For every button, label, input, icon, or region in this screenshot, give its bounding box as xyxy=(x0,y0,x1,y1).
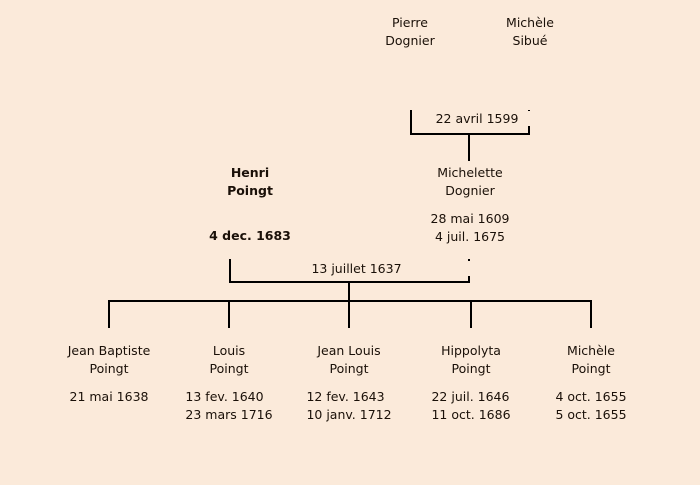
person-surname: Poingt xyxy=(451,361,491,377)
person-death-date: 4 dec. 1683 xyxy=(209,228,291,244)
person-surname: Dognier xyxy=(445,183,495,199)
person-given-name: Jean Baptiste xyxy=(67,343,151,358)
child-descender-5 xyxy=(590,300,592,328)
person-dates: 22 juil. 1646 11 oct. 1686 xyxy=(431,388,510,424)
person-surname: Poingt xyxy=(227,183,273,199)
person-given-name: Hippolyta xyxy=(441,343,501,358)
person-grandfather[interactable]: Pierre Dognier xyxy=(350,14,470,50)
person-birth-date: 22 juil. 1646 xyxy=(431,389,510,405)
person-birth-date: 28 mai 1609 xyxy=(430,211,510,227)
person-death-date: 23 mars 1716 xyxy=(185,407,273,423)
person-surname: Poingt xyxy=(329,361,369,377)
person-given-name: Louis xyxy=(212,343,246,358)
person-given-name: Michèle xyxy=(567,343,615,358)
person-child-3[interactable]: Jean Louis Poingt 12 fev. 1643 10 janv. … xyxy=(279,342,419,426)
child-descender-4 xyxy=(470,300,472,328)
person-dates: 4 dec. 1683 xyxy=(170,210,330,245)
person-child-4[interactable]: Hippolyta Poingt 22 juil. 1646 11 oct. 1… xyxy=(401,342,541,426)
union-stub-left xyxy=(229,259,231,283)
person-dates: 13 fev. 1640 23 mars 1716 xyxy=(185,388,272,424)
person-grandmother[interactable]: Michèle Sibué xyxy=(470,14,590,50)
person-birth-date: 4 oct. 1655 xyxy=(555,389,627,405)
person-dates: 28 mai 1609 4 juil. 1675 xyxy=(390,210,550,246)
person-given-name: Henri xyxy=(230,165,270,180)
person-child-2[interactable]: Louis Poingt 13 fev. 1640 23 mars 1716 xyxy=(159,342,299,426)
person-dates: 4 oct. 1655 5 oct. 1655 xyxy=(555,388,626,424)
person-child-5[interactable]: Michèle Poingt 4 oct. 1655 5 oct. 1655 xyxy=(521,342,661,426)
person-given-name: Jean Louis xyxy=(317,343,381,358)
union-date-grandparents: 22 avril 1599 xyxy=(414,111,540,126)
person-surname: Poingt xyxy=(89,361,129,377)
person-given-name: Pierre xyxy=(392,15,428,30)
person-surname: Sibué xyxy=(512,33,548,49)
person-dates: 12 fev. 1643 10 janv. 1712 xyxy=(306,388,391,424)
person-dates: 21 mai 1638 xyxy=(70,388,149,423)
person-surname: Poingt xyxy=(571,361,611,377)
person-death-date: 4 juil. 1675 xyxy=(434,229,506,245)
child-descender-1 xyxy=(108,300,110,328)
person-death-date: 5 oct. 1655 xyxy=(555,407,627,423)
union-stub-left xyxy=(410,110,412,135)
person-birth-date xyxy=(170,210,330,227)
person-birth-date: 13 fev. 1640 xyxy=(185,389,264,405)
child-descender-2 xyxy=(228,300,230,328)
person-given-name: Michèle xyxy=(506,15,554,30)
person-surname: Poingt xyxy=(209,361,249,377)
sibling-bar xyxy=(108,300,592,302)
union-bar xyxy=(410,133,530,135)
person-surname: Dognier xyxy=(385,33,435,49)
person-mother-michelette-dognier[interactable]: Michelette Dognier 28 mai 1609 4 juil. 1… xyxy=(390,164,550,247)
person-death-date: 10 janv. 1712 xyxy=(306,407,392,423)
child-descender-3 xyxy=(348,300,350,328)
person-death-date: 11 oct. 1686 xyxy=(431,407,511,423)
person-birth-date: 21 mai 1638 xyxy=(69,389,149,405)
union-descender xyxy=(348,281,350,302)
union-date-parents: 13 juillet 1637 xyxy=(233,261,480,276)
person-father-henri-poingt[interactable]: Henri Poingt 4 dec. 1683 xyxy=(170,164,330,245)
person-child-1[interactable]: Jean Baptiste Poingt 21 mai 1638 xyxy=(39,342,179,423)
union-descender xyxy=(468,133,470,161)
person-birth-date: 12 fev. 1643 xyxy=(306,389,385,405)
person-death-date xyxy=(70,406,149,423)
person-given-name: Michelette xyxy=(437,165,503,180)
